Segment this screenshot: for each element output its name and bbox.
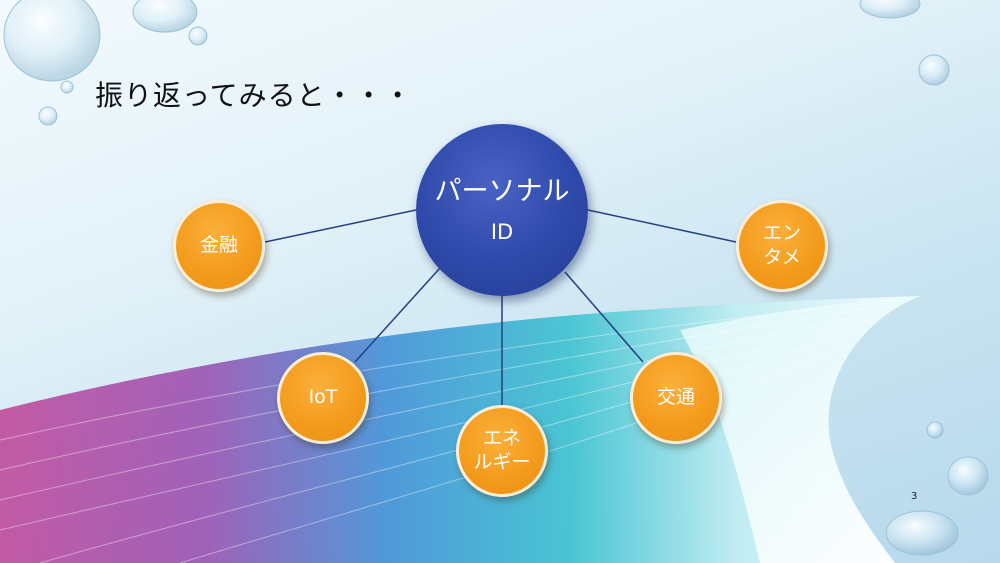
node-iot: IoT — [277, 352, 369, 444]
node-energy-label-1: エネ — [482, 427, 521, 450]
link-iot — [354, 267, 441, 363]
page-number: 3 — [911, 491, 918, 502]
slide-title: 振り返ってみると・・・ — [95, 79, 413, 112]
light-streak-tail — [680, 296, 920, 563]
link-entame — [587, 209, 737, 243]
node-personal-id-label-1: パーソナル — [434, 176, 570, 207]
node-kotsu: 交通 — [630, 352, 722, 444]
node-kotsu-label: 交通 — [656, 386, 695, 409]
node-kinyu: 金融 — [173, 200, 265, 292]
node-personal-id-label-2: ID — [490, 219, 514, 244]
streak-lines — [0, 299, 901, 563]
node-iot-label: IoT — [308, 386, 338, 409]
node-energy: エネ ルギー — [456, 405, 548, 497]
node-entame: エン タメ — [736, 200, 828, 292]
node-entame-label-2: タメ — [763, 246, 801, 268]
node-kinyu-label: 金融 — [199, 234, 238, 257]
water-droplets — [3, 0, 989, 556]
node-energy-label-2: ルギー — [473, 451, 531, 473]
node-personal-id: パーソナル ID — [416, 124, 588, 296]
link-kotsu — [564, 271, 644, 363]
link-kinyu — [264, 209, 417, 243]
node-entame-label-1: エン — [762, 222, 801, 245]
connector-lines — [264, 209, 737, 415]
